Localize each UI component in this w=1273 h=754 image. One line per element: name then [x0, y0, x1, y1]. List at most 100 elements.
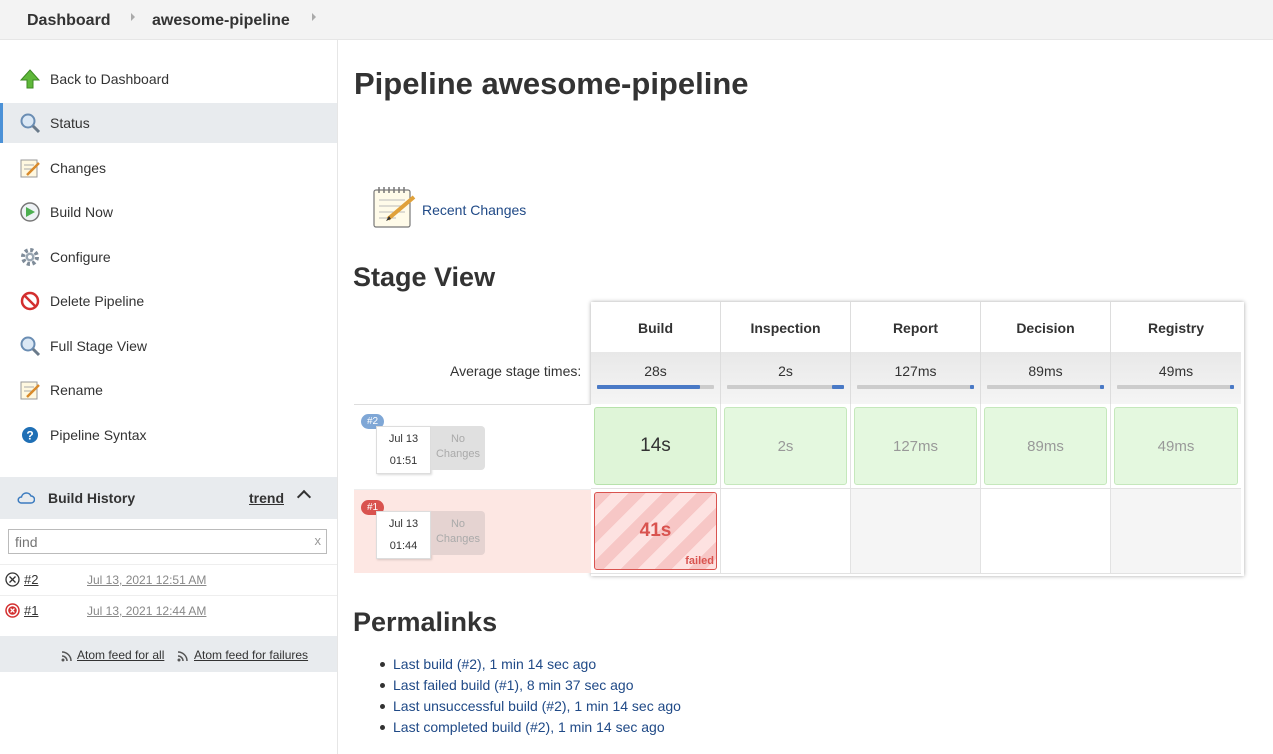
stage-cell[interactable]: 14s	[591, 404, 721, 489]
magnifier-icon	[19, 335, 41, 357]
stage-duration: 14s	[594, 407, 717, 485]
stage-average-bar	[597, 385, 714, 389]
stage-cell[interactable]: 2s	[721, 404, 851, 489]
stage-cell-empty	[981, 489, 1111, 574]
stage-average-bar	[727, 385, 844, 389]
run-date-box: Jul 13 01:51	[376, 426, 431, 474]
bullet-icon	[380, 725, 385, 730]
clock-play-icon	[19, 201, 41, 223]
task-label: Delete Pipeline	[50, 293, 145, 309]
task-full-stage-view[interactable]: Full Stage View	[0, 326, 337, 366]
task-rename[interactable]: Rename	[0, 370, 337, 410]
cloud-icon	[17, 491, 36, 508]
build-row: #1 Jul 13, 2021 12:44 AM	[0, 595, 337, 626]
failed-tag: failed	[685, 555, 714, 567]
stage-average-value: 89ms	[1028, 363, 1063, 379]
stage-average-time: 2s	[721, 352, 851, 404]
stage-header: Inspection	[721, 302, 851, 352]
task-delete-pipeline[interactable]: Delete Pipeline	[0, 281, 337, 321]
stage-header: Report	[851, 302, 981, 352]
run-date-box: Jul 13 01:44	[376, 511, 431, 559]
stage-average-bar-fill	[832, 385, 844, 389]
bullet-icon	[380, 662, 385, 667]
stage-header: Build	[591, 302, 721, 352]
task-label: Full Stage View	[50, 338, 148, 354]
sidebar: Back to Dashboard Status Changes Build N…	[0, 40, 338, 754]
stage-average-time: 127ms	[851, 352, 981, 404]
up-arrow-icon	[19, 68, 41, 90]
task-back-to-dashboard[interactable]: Back to Dashboard	[0, 59, 337, 99]
run-time: 01:51	[389, 455, 418, 467]
stage-cell-empty	[1111, 489, 1241, 574]
stage-duration: 41s	[639, 520, 672, 541]
page-title: Pipeline awesome-pipeline	[354, 66, 749, 101]
bullet-icon	[380, 704, 385, 709]
task-label: Rename	[50, 382, 103, 398]
trend-link[interactable]: trend	[249, 490, 284, 506]
permalink-last-completed-build[interactable]: Last completed build (#2), 1 min 14 sec …	[393, 719, 665, 735]
clear-search-icon[interactable]: x	[314, 533, 322, 548]
permalink-last-unsuccessful-build[interactable]: Last unsuccessful build (#2), 1 min 14 s…	[393, 698, 681, 714]
task-build-now[interactable]: Build Now	[0, 192, 337, 232]
build-time-link[interactable]: Jul 13, 2021 12:44 AM	[87, 604, 207, 618]
recent-changes-link[interactable]: Recent Changes	[422, 202, 527, 218]
notepad-icon[interactable]	[372, 185, 416, 232]
task-changes[interactable]: Changes	[0, 148, 337, 188]
failed-status-icon	[5, 603, 20, 621]
breadcrumb-separator-icon[interactable]	[312, 13, 316, 21]
task-status[interactable]: Status	[0, 103, 337, 143]
stage-average-time: 28s	[591, 352, 721, 404]
build-number-link[interactable]: #2	[24, 572, 39, 587]
stage-duration: 89ms	[984, 407, 1107, 485]
breadcrumb-bar: Dashboard awesome-pipeline	[0, 0, 1273, 40]
stage-cell[interactable]: 49ms	[1111, 404, 1241, 489]
stage-cell[interactable]: 41s failed	[591, 489, 721, 574]
run-date: Jul 13	[388, 518, 419, 530]
stage-cell[interactable]: 89ms	[981, 404, 1111, 489]
help-icon: ?	[19, 424, 41, 446]
atom-feed-all-link[interactable]: Atom feed for all	[77, 648, 165, 662]
stage-average-bar	[987, 385, 1104, 389]
permalink-last-failed-build[interactable]: Last failed build (#1), 8 min 37 sec ago	[393, 677, 634, 693]
bullet-icon	[380, 683, 385, 688]
stage-average-bar	[1117, 385, 1234, 389]
stage-average-value: 2s	[778, 363, 793, 379]
task-pipeline-syntax[interactable]: ? Pipeline Syntax	[0, 415, 337, 455]
aborted-status-icon	[5, 572, 20, 590]
breadcrumb-pipeline[interactable]: awesome-pipeline	[152, 12, 290, 29]
build-search-input[interactable]	[9, 530, 299, 553]
rss-icon	[61, 649, 72, 665]
stage-average-bar	[857, 385, 974, 389]
run-header-1: #1 Jul 13 01:44 No Changes	[354, 489, 591, 573]
atom-feed-failures-link[interactable]: Atom feed for failures	[194, 648, 309, 662]
notepad-icon	[19, 379, 41, 401]
gear-icon	[19, 246, 41, 268]
task-label: Back to Dashboard	[50, 71, 170, 87]
stage-average-value: 49ms	[1158, 363, 1194, 379]
task-label: Status	[50, 115, 90, 131]
stage-cell-empty	[721, 489, 851, 574]
build-time-link[interactable]: Jul 13, 2021 12:51 AM	[87, 573, 207, 587]
stage-view-table: Build Inspection Report Decision Registr…	[591, 302, 1244, 576]
task-label: Pipeline Syntax	[50, 427, 147, 443]
run-changes: No Changes	[431, 511, 485, 555]
stage-average-value: 28s	[644, 363, 667, 379]
stage-view-title: Stage View	[353, 262, 496, 292]
rss-icon	[177, 649, 188, 665]
run-badge[interactable]: #2	[361, 414, 385, 429]
stage-cell[interactable]: 127ms	[851, 404, 981, 489]
stage-duration-failed: 41s failed	[594, 492, 717, 570]
magnifier-icon	[19, 112, 41, 134]
permalink-last-build[interactable]: Last build (#2), 1 min 14 sec ago	[393, 656, 597, 672]
permalinks-title: Permalinks	[353, 607, 498, 637]
breadcrumb-dashboard[interactable]: Dashboard	[27, 12, 111, 29]
build-search-box: x	[8, 529, 327, 554]
task-configure[interactable]: Configure	[0, 237, 337, 277]
stage-average-time: 89ms	[981, 352, 1111, 404]
average-stage-times-label: Average stage times:	[450, 363, 582, 379]
task-label: Changes	[50, 160, 107, 176]
build-number-link[interactable]: #1	[24, 603, 39, 618]
stage-average-bar-fill	[1100, 385, 1104, 389]
collapse-chevron-icon[interactable]	[296, 489, 312, 505]
breadcrumb-separator-icon[interactable]	[131, 13, 135, 21]
